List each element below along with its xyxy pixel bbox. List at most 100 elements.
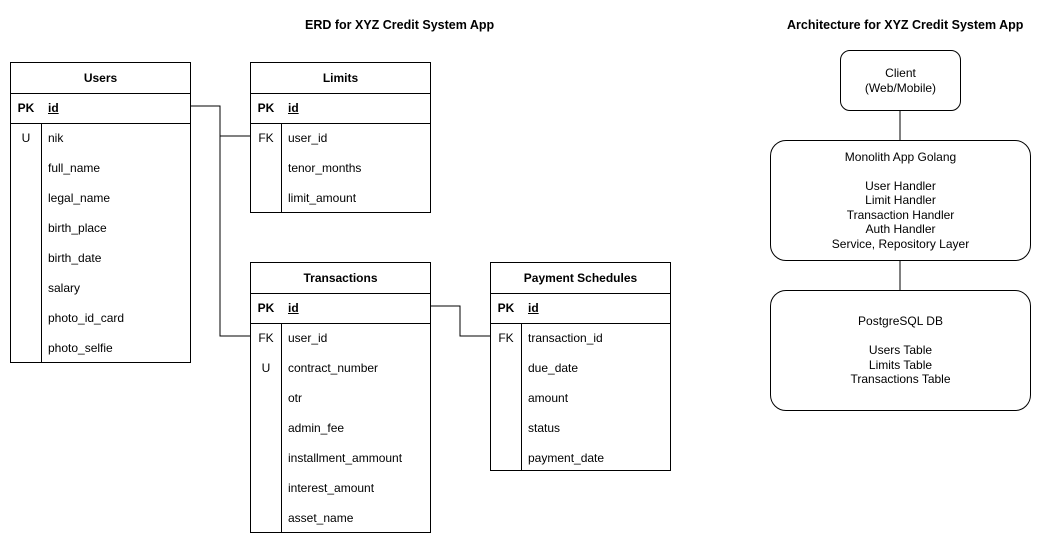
field-name: otr: [288, 391, 303, 405]
field-row: due_date: [491, 353, 670, 383]
field-row: photo_id_card: [11, 303, 190, 333]
field-name: photo_id_card: [48, 311, 125, 325]
key-column-divider: [281, 123, 282, 212]
field-name: id: [288, 101, 299, 115]
postgresql-db-node[interactable]: PostgreSQL DB Users Table Limits Table T…: [770, 290, 1031, 411]
field-row: status: [491, 413, 670, 443]
field-name: status: [528, 421, 561, 435]
field-name: user_id: [288, 131, 328, 145]
key-label: PK: [497, 301, 515, 315]
node-label: Users Table: [868, 343, 933, 358]
field-row: limit_amount: [251, 183, 430, 213]
users-transactions-connector: [219, 136, 250, 337]
field-name: id: [48, 101, 59, 115]
field-name: amount: [528, 391, 569, 405]
node-title: PostgreSQL DB: [858, 314, 943, 329]
field-row: full_name: [11, 153, 190, 183]
key-label: PK: [257, 301, 275, 315]
erd-title: ERD for XYZ Credit System App: [305, 18, 495, 32]
field-name: full_name: [48, 161, 101, 175]
field-row: tenor_months: [251, 153, 430, 183]
node-label: User Handler: [865, 178, 936, 193]
node-label: Transaction Handler: [846, 207, 955, 222]
primary-key-row: PK id: [251, 93, 430, 124]
entity-limits[interactable]: Limits PK id FK user_id tenor_months limit_…: [250, 62, 431, 213]
node-label: Transactions Table: [850, 372, 951, 387]
field-name: payment_date: [528, 451, 605, 465]
field-row: payment_date: [491, 443, 670, 473]
key-column-divider: [521, 323, 522, 470]
field-row: salary: [11, 273, 190, 303]
field-row: interest_amount: [251, 473, 430, 503]
entity-header: Transactions: [251, 263, 430, 294]
node-label: Limits Table: [868, 357, 933, 372]
field-row: installment_ammount: [251, 443, 430, 473]
primary-key-row: PK id: [11, 93, 190, 124]
key-label: FK: [498, 331, 514, 345]
key-label: U: [21, 131, 31, 145]
field-name: salary: [48, 281, 81, 295]
field-name: interest_amount: [288, 481, 375, 495]
field-name: transaction_id: [528, 331, 603, 345]
field-name: photo_selfie: [48, 341, 113, 355]
key-label: U: [261, 361, 271, 375]
field-row: FK transaction_id: [491, 323, 670, 353]
architecture-title: Architecture for XYZ Credit System App: [787, 18, 1024, 32]
field-name: nik: [48, 131, 64, 145]
field-row: legal_name: [11, 183, 190, 213]
field-name: legal_name: [48, 191, 111, 205]
key-label: FK: [258, 131, 274, 145]
key-column-divider: [41, 123, 42, 362]
field-name: tenor_months: [288, 161, 362, 175]
field-name: asset_name: [288, 511, 354, 525]
field-name: id: [288, 301, 299, 315]
node-label: Limit Handler: [865, 193, 936, 208]
entity-header: Users: [11, 63, 190, 94]
primary-key-row: PK id: [491, 293, 670, 324]
node-title: Monolith App Golang: [844, 149, 957, 164]
field-row: otr: [251, 383, 430, 413]
entity-payment-schedules[interactable]: Payment Schedules PK id FK transaction_id…: [490, 262, 671, 471]
field-row: admin_fee: [251, 413, 430, 443]
entity-header: Payment Schedules: [491, 263, 670, 294]
field-row: asset_name: [251, 503, 430, 533]
key-label: PK: [17, 101, 35, 115]
key-label: PK: [257, 101, 275, 115]
key-column-divider: [281, 323, 282, 532]
field-name: birth_date: [48, 251, 102, 265]
field-name: admin_fee: [288, 421, 345, 435]
node-label: (Web/Mobile): [864, 80, 937, 95]
field-name: due_date: [528, 361, 579, 375]
node-label: Auth Handler: [865, 222, 936, 237]
key-label: FK: [258, 331, 274, 345]
field-name: installment_ammount: [288, 451, 403, 465]
node-label: Client: [885, 66, 916, 80]
field-name: contract_number: [288, 361, 379, 375]
field-row: birth_place: [11, 213, 190, 243]
node-label: Service, Repository Layer: [831, 236, 970, 251]
primary-key-row: PK id: [251, 293, 430, 324]
field-name: user_id: [288, 331, 328, 345]
field-row: FK user_id: [251, 323, 430, 353]
transactions-payment-schedules-connector: [430, 305, 490, 337]
field-name: birth_place: [48, 221, 107, 235]
field-list: FK user_id tenor_months limit_amount: [251, 123, 430, 213]
field-row: FK user_id: [251, 123, 430, 153]
field-name: limit_amount: [288, 191, 357, 205]
field-row: amount: [491, 383, 670, 413]
field-row: photo_selfie: [11, 333, 190, 363]
users-limits-connector: [190, 105, 250, 137]
entity-header: Limits: [251, 63, 430, 94]
field-row: birth_date: [11, 243, 190, 273]
field-name: id: [528, 301, 539, 315]
client-node[interactable]: Client (Web/Mobile): [840, 50, 961, 111]
monolith-app-node[interactable]: Monolith App Golang User Handler Limit H…: [770, 140, 1031, 261]
